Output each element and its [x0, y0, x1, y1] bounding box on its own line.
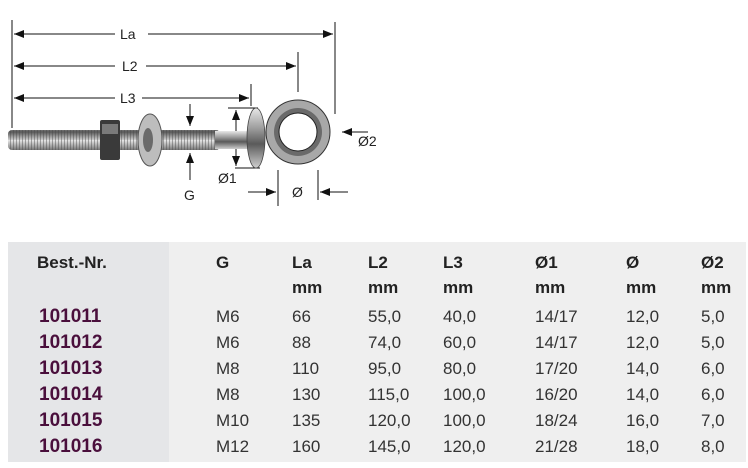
cell: 7,0 [701, 411, 725, 430]
column-unit: mm [292, 278, 323, 297]
cell: 16/20 [535, 385, 578, 404]
cell: 6,0 [701, 385, 725, 404]
cell: 115,0 [368, 385, 410, 404]
cell: 145,0 [368, 437, 411, 456]
label-d: Ø [292, 184, 303, 200]
cell: 135 [292, 411, 321, 430]
column-header: G [216, 253, 230, 272]
dimensions-columns: G M6 M6 M8 M8 M10 M12 La mm 66 88 110 13… [169, 242, 746, 462]
cell: 8,0 [701, 437, 725, 456]
cell: 100,0 [443, 385, 486, 404]
cell: 120,0 [368, 411, 411, 430]
order-number: 101013 [39, 358, 103, 379]
order-number-column: Best.-Nr. 101011 101012 101013 101014 10… [8, 242, 169, 462]
spec-table: Best.-Nr. 101011 101012 101013 101014 10… [8, 242, 746, 462]
column-unit: mm [443, 278, 474, 297]
cell: 14/17 [535, 307, 578, 326]
column-la: La mm 66 88 110 130 135 160 [292, 250, 322, 460]
cell: 18/24 [535, 411, 578, 430]
label-g: G [184, 187, 195, 203]
cell: 12,0 [626, 307, 660, 326]
column-d1: Ø1 mm 14/17 14/17 17/20 16/20 18/24 21/2… [535, 250, 578, 460]
cell: 40,0 [443, 307, 477, 326]
washer [137, 113, 163, 167]
cell: 100,0 [443, 411, 486, 430]
column-d: Ø mm 12,0 12,0 14,0 14,0 16,0 18,0 [626, 250, 659, 460]
cell: 16,0 [626, 411, 660, 430]
cell: 14,0 [626, 385, 660, 404]
order-number: 101015 [39, 410, 103, 431]
cell: 6,0 [701, 359, 725, 378]
eye-bolt-diagram: La L2 L3 G Ø1 Ø Ø2 [0, 0, 380, 215]
cell: M8 [216, 359, 240, 378]
column-unit: mm [535, 278, 566, 297]
cell: 80,0 [443, 359, 477, 378]
eye-head [246, 99, 331, 169]
label-d2: Ø2 [358, 133, 377, 149]
cell: 21/28 [535, 437, 578, 456]
bolt-shank [8, 130, 251, 150]
cell: 74,0 [368, 333, 402, 352]
order-number: 101012 [39, 332, 103, 353]
column-header: La [292, 253, 312, 272]
cell: 160 [292, 437, 321, 456]
cell: 66 [292, 307, 311, 326]
cell: 14,0 [626, 359, 660, 378]
cell: 60,0 [443, 333, 477, 352]
label-l2: L2 [122, 58, 138, 74]
column-header: L2 [368, 253, 388, 272]
order-number: 101011 [39, 306, 102, 327]
cell: 95,0 [368, 359, 402, 378]
cell: 88 [292, 333, 311, 352]
order-number: 101014 [39, 384, 103, 405]
cell: M6 [216, 333, 240, 352]
cell: 12,0 [626, 333, 660, 352]
column-header: Ø [626, 253, 640, 272]
cell: M12 [216, 437, 250, 456]
column-g: G M6 M6 M8 M8 M10 M12 [216, 250, 249, 460]
column-unit: mm [368, 278, 399, 297]
cell: 110 [292, 359, 320, 378]
column-unit: mm [701, 278, 732, 297]
column-unit [216, 275, 249, 300]
label-d1: Ø1 [218, 170, 237, 186]
column-l3: L3 mm 40,0 60,0 80,0 100,0 100,0 120,0 [443, 250, 486, 460]
column-unit: mm [626, 278, 657, 297]
column-header: Ø2 [701, 253, 724, 272]
column-l2: L2 mm 55,0 74,0 95,0 115,0 120,0 145,0 [368, 250, 411, 460]
cell: 17/20 [535, 359, 578, 378]
order-number: 101016 [39, 436, 103, 457]
column-header: L3 [443, 253, 463, 272]
cell: 120,0 [443, 437, 486, 456]
column-header: Ø1 [535, 253, 558, 272]
cell: 18,0 [626, 437, 660, 456]
cell: M6 [216, 307, 240, 326]
cell: 5,0 [701, 333, 725, 352]
cell: M10 [216, 411, 250, 430]
label-l3: L3 [120, 90, 136, 106]
label-la: La [120, 26, 136, 42]
cell: 55,0 [368, 307, 402, 326]
cell: M8 [216, 385, 240, 404]
cell: 5,0 [701, 307, 725, 326]
cell: 130 [292, 385, 321, 404]
nut [100, 120, 120, 160]
order-number-header: Best.-Nr. [37, 253, 107, 272]
cell: 14/17 [535, 333, 578, 352]
column-d2: Ø2 mm 5,0 5,0 6,0 6,0 7,0 8,0 [701, 250, 731, 460]
